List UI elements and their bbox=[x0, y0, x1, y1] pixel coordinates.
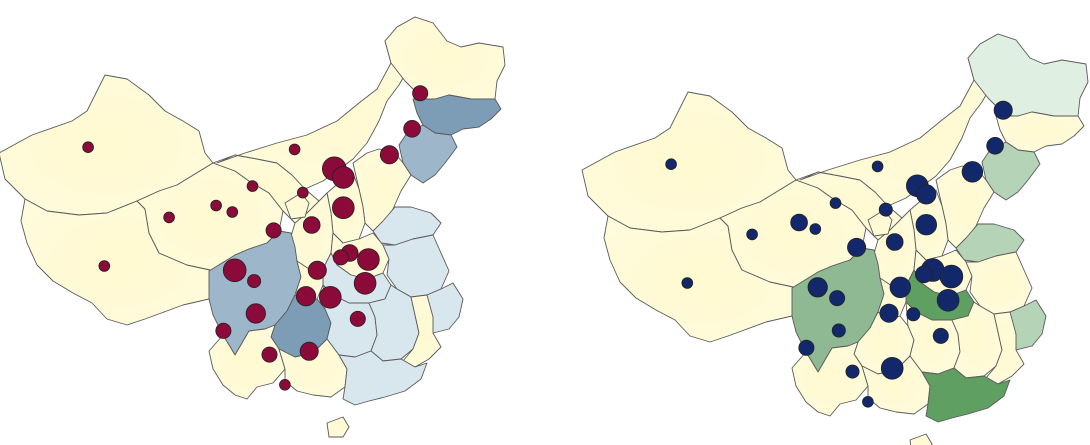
bubble-4 bbox=[246, 180, 259, 192]
province-fujian bbox=[985, 311, 1025, 385]
bubble-30 bbox=[279, 378, 291, 391]
bubble-5 bbox=[790, 213, 808, 232]
bubble-26 bbox=[349, 310, 366, 327]
bubble-5 bbox=[210, 199, 222, 212]
bubble-27 bbox=[798, 339, 815, 356]
bubble-7 bbox=[993, 100, 1013, 120]
bubble-29 bbox=[880, 356, 904, 380]
left-choropleth-map bbox=[0, 16, 506, 438]
province-yunnan bbox=[208, 324, 286, 400]
bubble-20 bbox=[889, 276, 912, 299]
bubble-28 bbox=[845, 364, 860, 379]
bubble-25 bbox=[906, 307, 921, 322]
bubble-30 bbox=[862, 395, 874, 408]
provinces-layer bbox=[0, 16, 506, 438]
bubble-1 bbox=[98, 260, 111, 272]
bubble-3 bbox=[226, 206, 239, 218]
bubbles-layer bbox=[665, 100, 1013, 408]
bubble-20 bbox=[307, 260, 327, 280]
bubble-9 bbox=[379, 145, 399, 165]
bubble-26 bbox=[932, 327, 949, 344]
bubble-23 bbox=[831, 323, 846, 338]
bubble-19 bbox=[914, 265, 933, 284]
right-choropleth-map bbox=[581, 33, 1089, 445]
province-heilongjiang bbox=[384, 16, 506, 100]
bubble-27 bbox=[215, 322, 232, 339]
province-guangdong bbox=[338, 350, 428, 406]
bubble-21 bbox=[807, 277, 828, 298]
bubble-11 bbox=[331, 166, 355, 189]
provinces-layer bbox=[581, 33, 1089, 445]
bubble-15 bbox=[885, 233, 904, 251]
bubble-17 bbox=[357, 248, 380, 271]
province-yunnan bbox=[791, 341, 869, 417]
bubble-29 bbox=[299, 341, 319, 361]
bubble-2 bbox=[163, 211, 175, 224]
bubble-6 bbox=[871, 160, 884, 173]
bubble-14 bbox=[915, 213, 938, 236]
bubble-12 bbox=[296, 186, 309, 199]
bubble-4 bbox=[829, 197, 842, 209]
bubble-9 bbox=[961, 161, 984, 183]
bubble-11 bbox=[916, 184, 937, 205]
bubble-24 bbox=[879, 303, 899, 323]
bubbles-layer bbox=[82, 85, 429, 391]
province-fujian bbox=[402, 294, 442, 368]
bubble-12 bbox=[878, 202, 893, 217]
bubble-19 bbox=[332, 249, 349, 266]
bubble-22 bbox=[829, 290, 846, 307]
bubble-1 bbox=[681, 277, 694, 289]
bubble-28 bbox=[261, 346, 278, 363]
bubble-13 bbox=[847, 237, 867, 257]
province-hainan bbox=[326, 416, 350, 438]
bubble-13 bbox=[265, 222, 282, 239]
province-guangdong bbox=[921, 367, 1011, 423]
bubble-14 bbox=[331, 196, 355, 220]
bubble-8 bbox=[403, 120, 421, 138]
bubble-25 bbox=[318, 285, 342, 309]
bubble-22 bbox=[247, 274, 262, 289]
bubble-2 bbox=[746, 228, 758, 241]
bubble-0 bbox=[665, 158, 677, 171]
bubble-6 bbox=[288, 143, 301, 156]
bubble-24 bbox=[295, 286, 317, 307]
bubble-8 bbox=[986, 137, 1004, 155]
bubble-17 bbox=[939, 264, 964, 289]
bubble-0 bbox=[82, 141, 94, 154]
province-shandong bbox=[372, 206, 442, 246]
bubble-3 bbox=[809, 223, 822, 235]
bubble-7 bbox=[412, 85, 429, 102]
province-heilongjiang bbox=[967, 33, 1089, 117]
bubble-18 bbox=[353, 271, 377, 295]
province-shandong bbox=[955, 223, 1025, 263]
bubble-23 bbox=[245, 303, 266, 324]
province-hainan bbox=[909, 433, 933, 445]
bubble-18 bbox=[936, 288, 960, 312]
bubble-15 bbox=[302, 216, 321, 234]
bubble-21 bbox=[222, 258, 247, 283]
